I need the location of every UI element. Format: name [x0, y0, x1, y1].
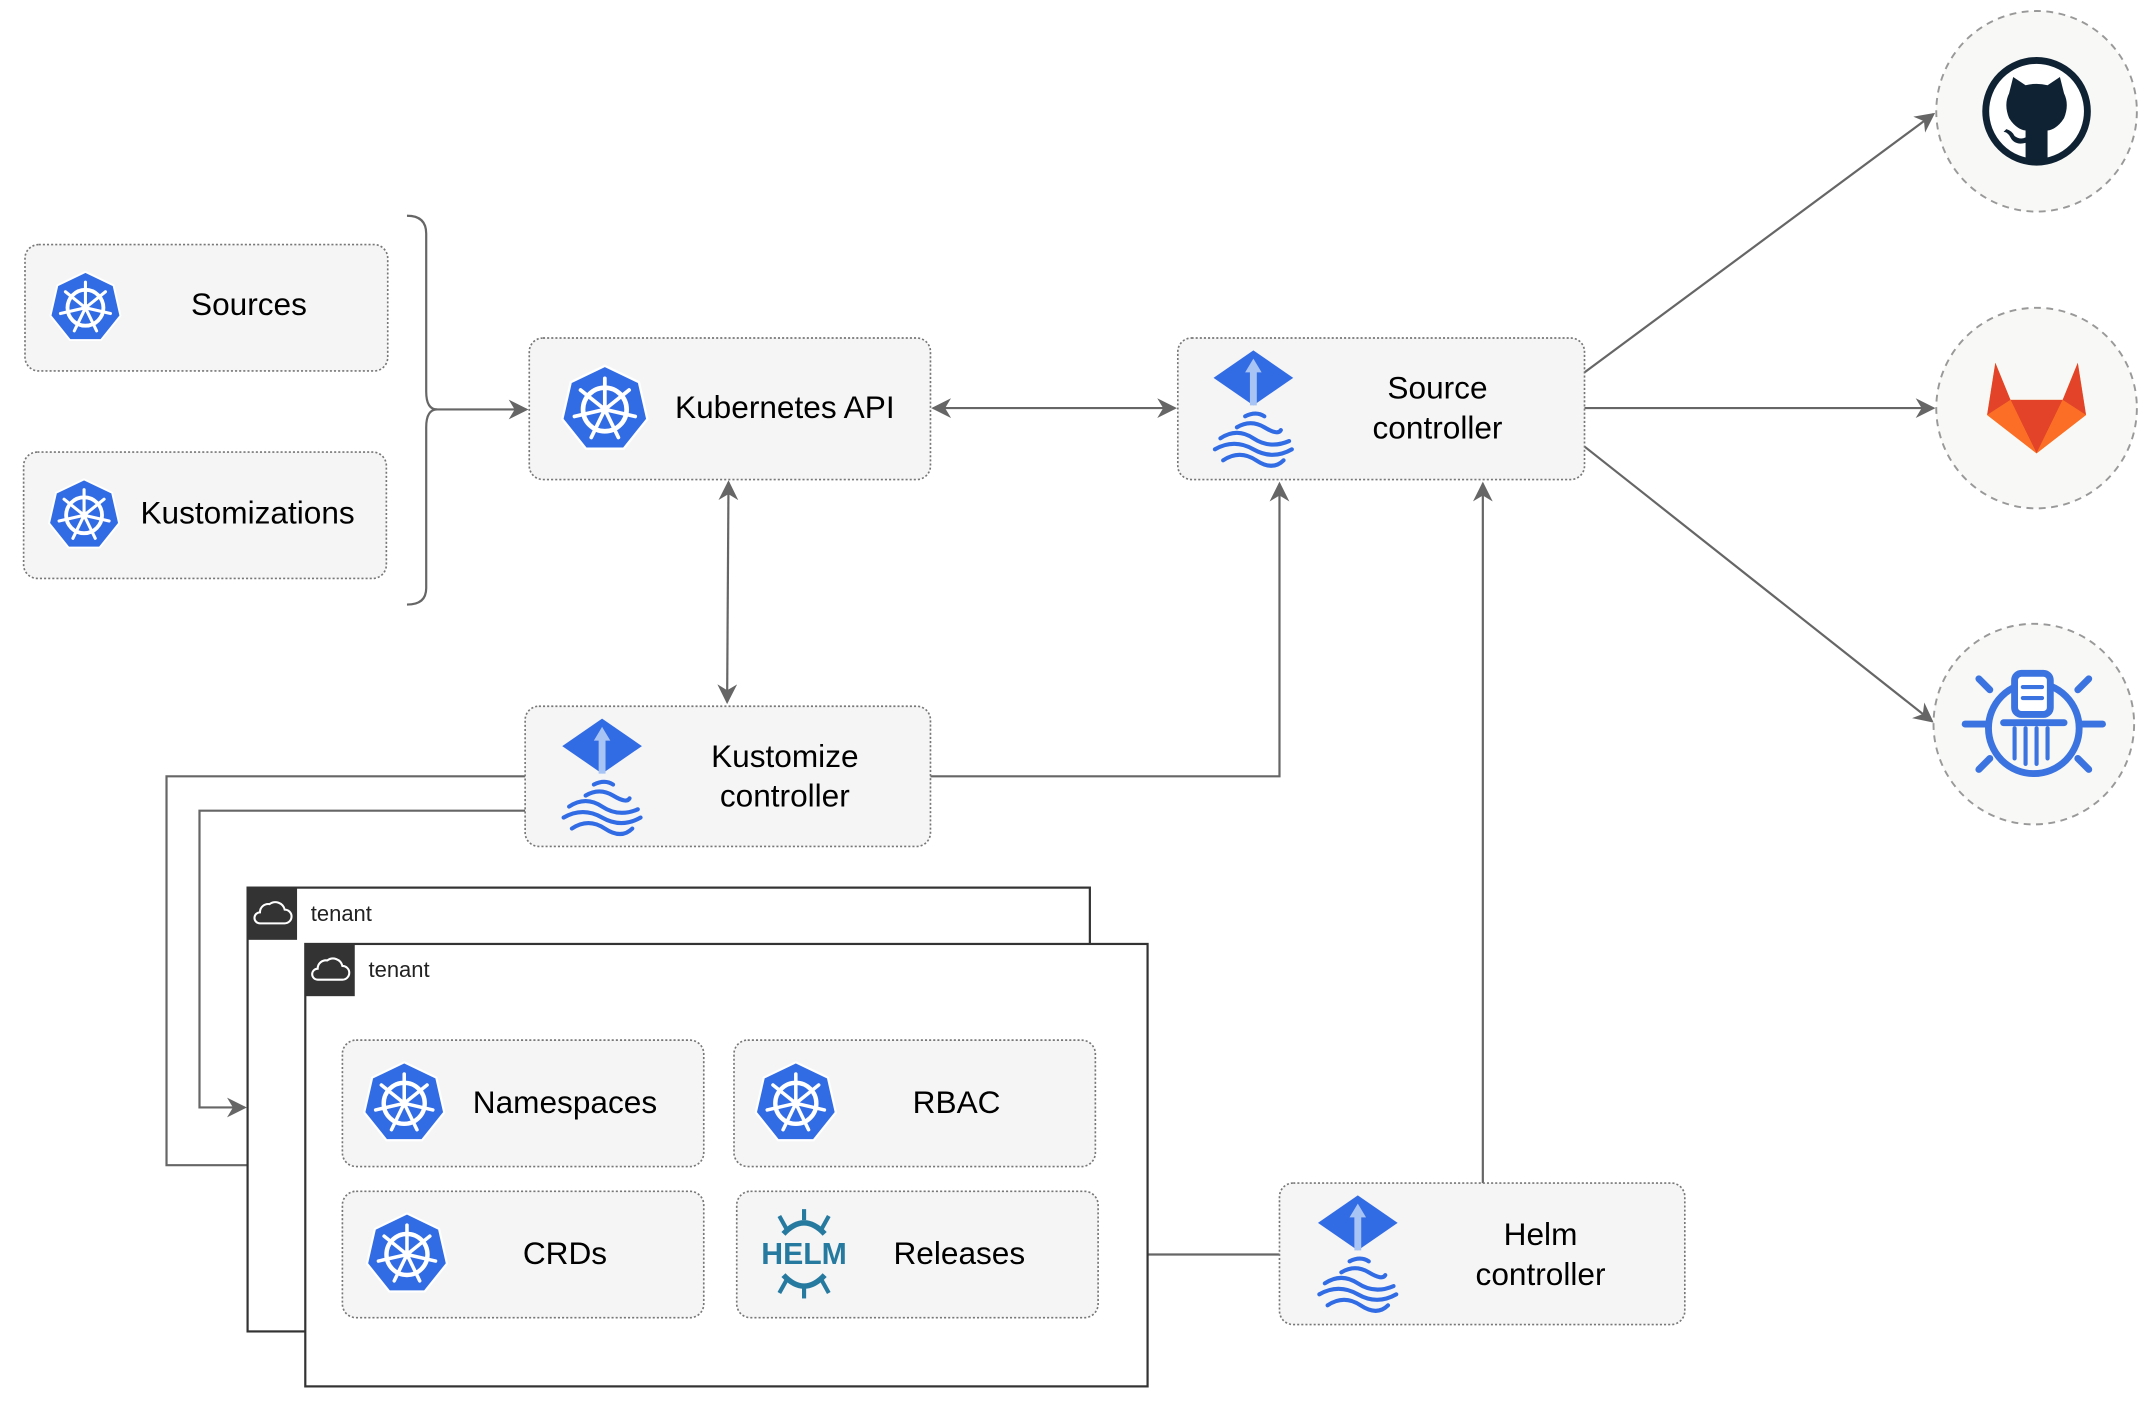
edge-source-to-harbor: [1583, 445, 1934, 723]
namespaces-node[interactable]: Namespaces: [341, 1039, 705, 1168]
kustomize-controller-label-line2: controller: [720, 778, 850, 814]
kubernetes-api-label: Kubernetes API: [675, 389, 895, 425]
harbor-source[interactable]: [1932, 622, 2136, 826]
harbor-icon: [1961, 669, 2106, 778]
source-controller-label-line2: controller: [1373, 409, 1503, 445]
crds-label: CRDs: [523, 1235, 607, 1271]
kustomize-controller-label-line1: Kustomize: [711, 738, 858, 774]
helm-controller-label-line1: Helm: [1504, 1216, 1578, 1252]
edge-kustomize-to-tenant-back: [198, 809, 526, 1118]
sources-node[interactable]: Sources: [24, 243, 389, 372]
namespaces-label: Namespaces: [473, 1084, 657, 1120]
rbac-node[interactable]: RBAC: [733, 1039, 1097, 1168]
kustomize-controller-node[interactable]: Kustomize controller: [524, 705, 932, 848]
edge-kustomize-to-tenant-front: [165, 775, 526, 1176]
tenant-label: tenant: [311, 901, 372, 926]
tenant-label: tenant: [369, 957, 430, 982]
crds-node[interactable]: CRDs: [341, 1190, 705, 1319]
edge-kustomize-to-source: [930, 481, 1290, 778]
gitlab-icon: [1987, 362, 2087, 454]
github-source[interactable]: [1935, 10, 2138, 213]
helm-icon: HELM: [761, 1209, 847, 1299]
gitlab-source[interactable]: [1935, 306, 2138, 510]
helm-logo-text: HELM: [761, 1238, 847, 1271]
source-controller-label-line1: Source: [1387, 370, 1487, 406]
kubernetes-api-node[interactable]: Kubernetes API: [528, 337, 932, 481]
kustomizations-label: Kustomizations: [140, 495, 354, 531]
edge-source-to-github: [1583, 112, 1936, 374]
grouping-brace: [406, 214, 438, 606]
releases-label: Releases: [893, 1235, 1025, 1271]
sources-label: Sources: [191, 286, 307, 322]
github-icon: [1982, 57, 2091, 166]
source-controller-node[interactable]: Source controller: [1176, 337, 1586, 481]
kustomizations-node[interactable]: Kustomizations: [22, 451, 388, 580]
helm-controller-label-line2: controller: [1476, 1256, 1606, 1292]
edge-api-kustomize-controller: [717, 480, 739, 705]
rbac-label: RBAC: [913, 1084, 1001, 1120]
releases-node[interactable]: HELM Releases: [735, 1190, 1099, 1319]
helm-controller-node[interactable]: Helm controller: [1278, 1182, 1686, 1326]
